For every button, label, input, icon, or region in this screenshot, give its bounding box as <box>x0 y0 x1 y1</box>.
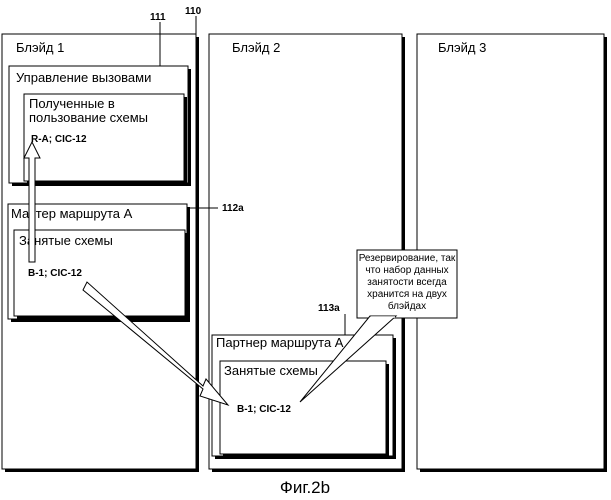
callout-line-5: блэйдах <box>388 300 426 312</box>
call-control-title: Управление вызовами <box>16 70 151 85</box>
ref-112a: 112a <box>222 203 244 214</box>
ref-110: 110 <box>185 6 202 17</box>
figure-caption: Фиг.2b <box>280 478 330 497</box>
blade-3-label: Блэйд 3 <box>438 40 486 55</box>
ref-111: 111 <box>150 12 166 23</box>
callout-line-3: занятости всегда <box>367 277 447 288</box>
callout-line-4: хранится на двух <box>367 289 447 300</box>
acquired-circuits-title-line2: пользование схемы <box>29 110 148 125</box>
acquired-circuits-title-line1: Полученные в <box>29 96 115 111</box>
partner-busy-circuits-box: Занятые схемы B-1; CIC-12 <box>220 361 389 457</box>
call-control-box: Управление вызовами Полученные в пользов… <box>9 66 191 186</box>
blade-1-label: Блэйд 1 <box>16 40 64 55</box>
blade-2-label: Блэйд 2 <box>232 40 280 55</box>
partner-busy-circuit-entry: B-1; CIC-12 <box>237 404 291 415</box>
acquired-circuits-box: Полученные в пользование схемы R-A; CIC-… <box>24 94 187 184</box>
master-busy-circuit-entry: B-1; CIC-12 <box>28 268 82 279</box>
route-partner-title: Партнер маршрута А <box>216 335 344 350</box>
partner-busy-circuits-title: Занятые схемы <box>224 363 318 378</box>
ref-113a: 113a <box>318 303 340 314</box>
master-busy-circuits-box: Занятые схемы B-1; CIC-12 <box>14 230 188 319</box>
callout-line-1: Резервирование, так <box>359 253 456 264</box>
acquired-circuit-entry: R-A; CIC-12 <box>31 134 87 145</box>
callout-line-2: что набор данных <box>365 264 448 276</box>
